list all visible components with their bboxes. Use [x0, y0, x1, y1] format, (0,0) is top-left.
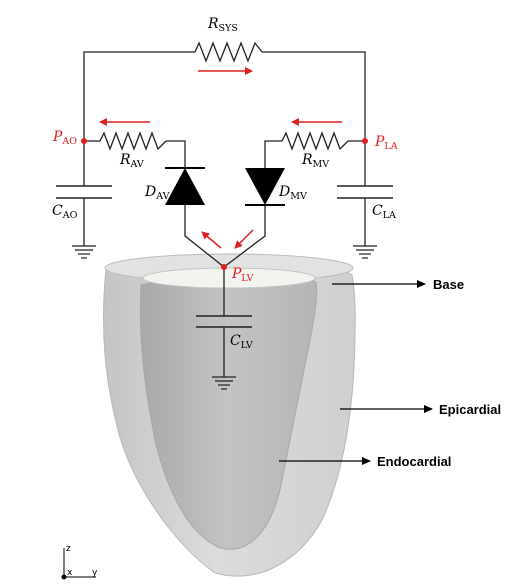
circuit-wires [83, 51, 366, 377]
capacitor-la [337, 185, 393, 199]
ground-ao [72, 245, 96, 259]
svg-text:Epicardial: Epicardial [439, 402, 501, 417]
node-p-lv [221, 264, 227, 270]
flow-arrow-lv-out [201, 231, 222, 249]
annotation-epicardial: Epicardial [340, 402, 501, 417]
label-r-mv: RMV [301, 152, 329, 170]
axis-triad: z x y [61, 544, 98, 580]
svg-text:Base: Base [433, 277, 464, 292]
resistor-sys [194, 41, 263, 63]
node-p-ao [81, 138, 87, 144]
label-c-lv: CLV [230, 333, 253, 351]
label-c-la: CLA [372, 203, 396, 221]
annotation-endocardial: Endocardial [279, 454, 451, 469]
label-d-av: DAV [144, 184, 170, 202]
diode-mv [245, 168, 285, 206]
svg-text:Endocardial: Endocardial [377, 454, 451, 469]
label-d-mv: DMV [278, 184, 307, 202]
annotation-base: Base [332, 277, 464, 292]
label-p-lv: PLV [231, 266, 254, 284]
axis-x-label: x [67, 568, 73, 578]
capacitor-lv [196, 315, 252, 328]
resistor-av [99, 131, 167, 151]
left-ventricle-mesh [102, 253, 356, 577]
ground-lv [212, 376, 236, 390]
flow-arrow-lv-in [234, 229, 254, 249]
label-c-ao: CAO [52, 203, 78, 221]
axis-z-label: z [66, 544, 71, 554]
label-p-la: PLA [374, 134, 398, 152]
ground-la [353, 245, 377, 259]
axis-y-label: y [92, 568, 98, 578]
label-r-av: RAV [119, 152, 144, 170]
diode-av [165, 167, 205, 205]
label-r-sys: RSYS [207, 16, 238, 34]
label-p-ao: PAO [52, 129, 77, 147]
resistor-mv [281, 131, 349, 151]
capacitor-ao [56, 185, 112, 199]
node-p-la [362, 138, 368, 144]
endocardial-opening [142, 267, 316, 289]
